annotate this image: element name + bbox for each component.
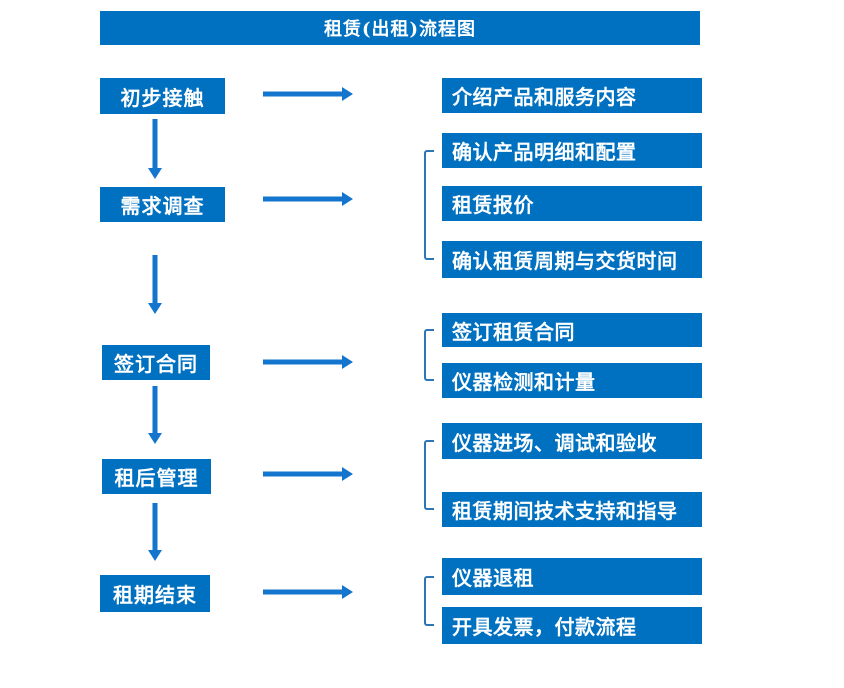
detail-box-instrument-return: 仪器退租	[442, 558, 702, 595]
detail-box-instrument-setup: 仪器进场、调试和验收	[442, 423, 702, 459]
down-arrow-icon-3	[147, 386, 163, 444]
arrow-shaft	[263, 91, 344, 97]
detail-box-introduce-products: 介绍产品和服务内容	[442, 78, 702, 113]
arrow-head	[148, 550, 162, 561]
arrow-head	[342, 585, 353, 599]
arrow-head	[148, 168, 162, 179]
right-arrow-icon-demand-survey	[263, 191, 353, 207]
arrow-shaft	[263, 359, 344, 365]
arrow-head	[148, 433, 162, 444]
right-arrow-icon-rental-end	[263, 584, 353, 600]
arrow-shaft	[263, 471, 344, 477]
right-arrow-icon-post-rental-management	[263, 466, 353, 482]
arrow-shaft	[152, 386, 158, 435]
arrow-head	[342, 467, 353, 481]
right-arrow-icon-initial-contact	[263, 86, 353, 102]
arrow-head	[342, 192, 353, 206]
right-arrow-icon-sign-contract	[263, 354, 353, 370]
arrow-head	[342, 87, 353, 101]
arrow-shaft	[152, 119, 158, 170]
arrow-shaft	[263, 589, 344, 595]
detail-box-technical-support: 租赁期间技术支持和指导	[442, 492, 702, 527]
down-arrow-icon-1	[147, 119, 163, 179]
group-bracket-rental-end	[424, 576, 434, 626]
flowchart-title: 租赁(出租)流程图	[100, 11, 700, 45]
stage-box-initial-contact: 初步接触	[100, 78, 225, 114]
stage-box-post-rental-management: 租后管理	[102, 459, 211, 494]
detail-box-confirm-rental-period: 确认租赁周期与交货时间	[442, 241, 702, 278]
arrow-shaft	[152, 255, 158, 305]
down-arrow-icon-2	[147, 255, 163, 314]
detail-box-confirm-product-details: 确认产品明细和配置	[442, 133, 702, 168]
detail-box-sign-rental-contract: 签订租赁合同	[442, 313, 702, 347]
stage-box-rental-end: 租期结束	[100, 575, 210, 612]
stage-box-sign-contract: 签订合同	[102, 345, 210, 380]
arrow-head	[342, 355, 353, 369]
arrow-shaft	[263, 196, 344, 202]
group-bracket-post-rental-management	[424, 440, 434, 510]
down-arrow-icon-4	[147, 503, 163, 561]
detail-box-rental-quote: 租赁报价	[442, 186, 702, 221]
stage-box-demand-survey: 需求调查	[100, 187, 225, 222]
arrow-shaft	[152, 503, 158, 552]
group-bracket-sign-contract	[424, 329, 434, 381]
detail-box-instrument-inspection: 仪器检测和计量	[442, 363, 702, 398]
arrow-head	[148, 303, 162, 314]
group-bracket-demand-survey	[424, 150, 434, 260]
detail-box-invoice-payment: 开具发票，付款流程	[442, 607, 702, 644]
